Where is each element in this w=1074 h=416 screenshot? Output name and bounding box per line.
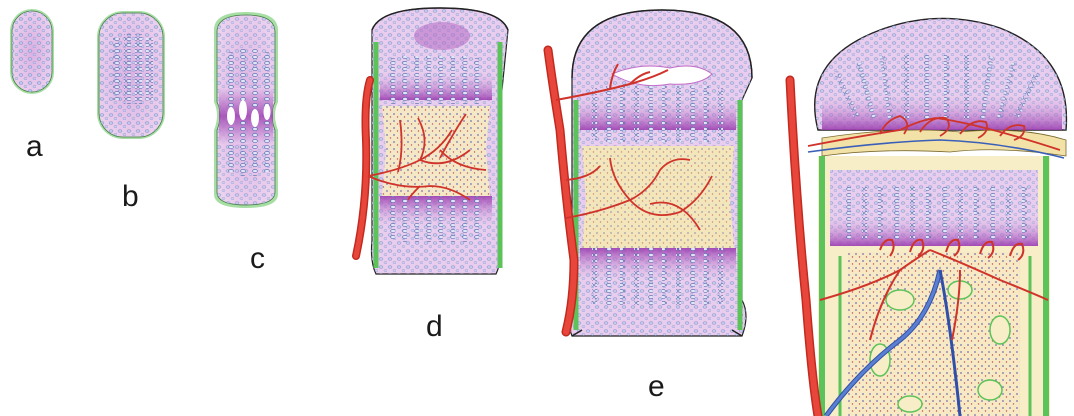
stage-d-vascular-invasion — [356, 8, 508, 274]
stage-a-cartilage-model — [10, 9, 54, 94]
panel-label-c: c — [250, 242, 265, 275]
panel-label-d: d — [426, 310, 443, 343]
stage-e-secondary-ossification-center — [548, 10, 752, 336]
stage-c-primary-ossification-center — [214, 12, 278, 208]
primary-ossification-center — [382, 106, 490, 196]
stage-f-growth-plate-mature — [790, 18, 1066, 416]
panel-label-b: b — [122, 180, 139, 213]
stage-b-cartilage-model — [97, 11, 165, 139]
panel-label-e: e — [648, 370, 665, 403]
panel-label-a: a — [26, 130, 43, 163]
